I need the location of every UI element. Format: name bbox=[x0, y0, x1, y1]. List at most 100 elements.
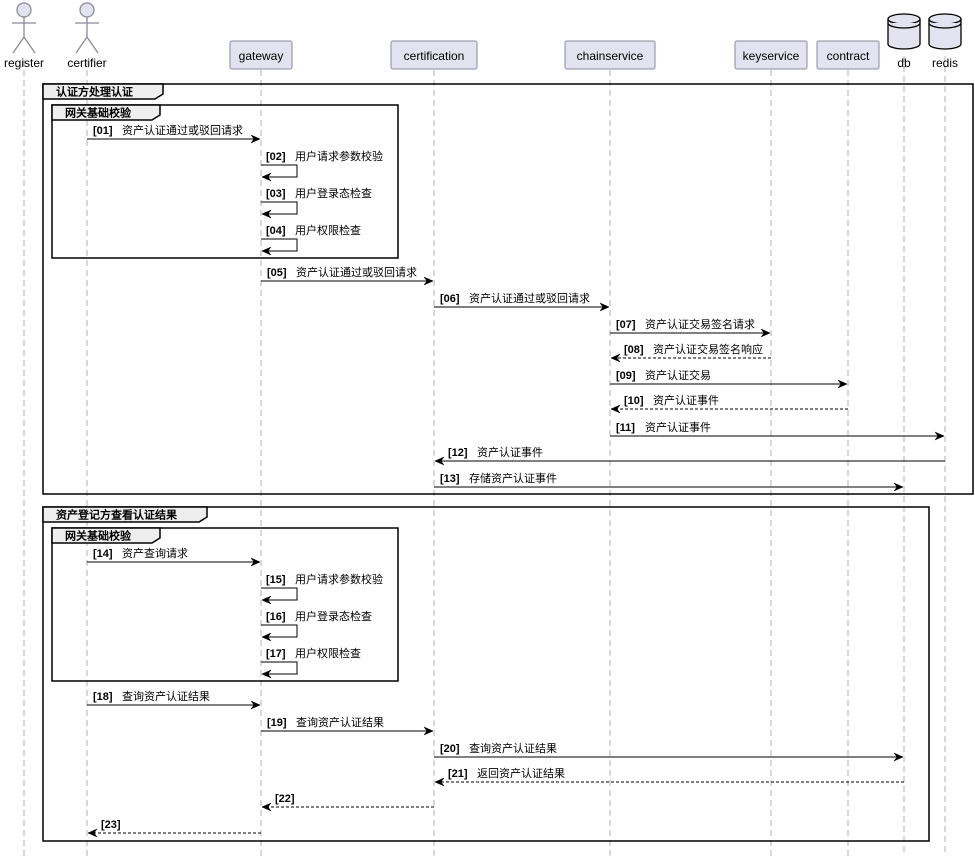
group-frame-label: 认证方处理认证 bbox=[56, 85, 133, 99]
message-label: 用户权限检查 bbox=[295, 223, 361, 237]
message-19: [19] 查询资产认证结果 bbox=[261, 715, 434, 736]
arrow-head bbox=[250, 557, 261, 567]
self-message-line bbox=[261, 661, 298, 675]
message-number: [22] bbox=[275, 793, 295, 805]
participant-label: contract bbox=[827, 49, 870, 63]
participant-certifier: certifier bbox=[67, 2, 107, 70]
participant-label: register bbox=[4, 56, 44, 70]
participant-certification: certification bbox=[390, 40, 478, 70]
arrow-head bbox=[434, 777, 445, 787]
participant-register: register bbox=[4, 2, 44, 70]
message-17: [17] 用户权限检查 bbox=[261, 646, 361, 679]
group-frame-border bbox=[51, 527, 399, 682]
arrow-head bbox=[261, 669, 272, 679]
message-number: [03] bbox=[266, 188, 286, 200]
message-08: [08]资产认证交易签名响应 bbox=[610, 342, 771, 363]
arrow-head bbox=[934, 431, 945, 441]
message-label: 资产认证事件 bbox=[477, 445, 543, 459]
message-16: [16]用户登录态检查 bbox=[261, 609, 372, 642]
message-18: [18] 查询资产认证结果 bbox=[87, 689, 261, 710]
self-message-line bbox=[261, 624, 298, 638]
participant-keyservice: keyservice bbox=[734, 40, 808, 70]
group-frame-g1: 认证方处理认证 bbox=[42, 83, 974, 495]
participant-redis: redis bbox=[928, 13, 962, 70]
message-label: 资产认证交易签名响应 bbox=[653, 342, 763, 356]
participant-label: certification bbox=[404, 49, 465, 63]
participant-box bbox=[816, 40, 880, 70]
group-frame-border bbox=[42, 83, 974, 495]
participant-gateway: gateway bbox=[229, 40, 293, 70]
message-11: [11]资产认证事件 bbox=[610, 420, 945, 441]
message-number: [17] bbox=[266, 648, 286, 660]
participant-contract: contract bbox=[816, 40, 880, 70]
message-label: 用户登录态检查 bbox=[295, 186, 372, 200]
message-number: [21] bbox=[448, 768, 468, 780]
self-message-line bbox=[261, 164, 298, 178]
arrow-head bbox=[599, 302, 610, 312]
participant-label: redis bbox=[932, 56, 958, 70]
message-label: 用户请求参数校验 bbox=[295, 572, 383, 586]
participant-chainservice: chainservice bbox=[564, 40, 656, 70]
message-07: [07]资产认证交易签名请求 bbox=[610, 317, 771, 338]
message-label: 用户登录态检查 bbox=[295, 609, 372, 623]
message-label: 用户请求参数校验 bbox=[295, 149, 383, 163]
participant-box bbox=[564, 40, 656, 70]
participant-label: chainservice bbox=[577, 49, 644, 63]
arrow-head bbox=[261, 595, 272, 605]
message-number: [20] bbox=[440, 743, 460, 755]
message-label: 查询资产认证结果 bbox=[469, 741, 557, 755]
participant-label: gateway bbox=[239, 49, 284, 63]
message-number: [18] bbox=[93, 691, 113, 703]
self-message-line bbox=[261, 587, 298, 601]
message-15: [15]用户请求参数校验 bbox=[261, 572, 383, 605]
message-number: [19] bbox=[267, 717, 287, 729]
message-20: [20] 查询资产认证结果 bbox=[434, 741, 904, 762]
message-label: 资产认证事件 bbox=[645, 420, 711, 434]
message-label: 用户权限检查 bbox=[295, 646, 361, 660]
message-label: 存储资产认证事件 bbox=[469, 471, 557, 485]
group-frame-tab bbox=[42, 83, 164, 100]
message-14: [14] 资产查询请求 bbox=[87, 546, 261, 567]
message-label: 查询资产认证结果 bbox=[296, 715, 384, 729]
database-rim bbox=[887, 22, 921, 29]
messages: [01]资产认证通过或驳回请求[02]用户请求参数校验 [03] 用户登录态检查 [0… bbox=[87, 123, 945, 838]
message-09: [09]资产认证交易 bbox=[610, 368, 848, 389]
message-label: 资产查询请求 bbox=[122, 546, 188, 560]
group-frame-g1a: 网关基础校验 bbox=[51, 104, 399, 259]
arrow-head bbox=[261, 632, 272, 642]
message-10: [10]资产认证事件 bbox=[610, 393, 848, 414]
group-frame-tab bbox=[42, 506, 208, 523]
participants: register certifier gateway certification cha… bbox=[4, 2, 962, 70]
arrow-head bbox=[760, 328, 771, 338]
database-rim bbox=[928, 22, 962, 29]
arrow-head bbox=[610, 404, 621, 414]
message-06: [06]资产认证通过或驳回请求 bbox=[434, 291, 610, 312]
message-number: [14] bbox=[93, 548, 113, 560]
message-number: [13] bbox=[440, 473, 460, 485]
message-01: [01]资产认证通过或驳回请求 bbox=[87, 123, 261, 144]
participant-label: certifier bbox=[67, 56, 106, 70]
message-number: [04] bbox=[266, 225, 286, 237]
message-02: [02]用户请求参数校验 bbox=[261, 149, 383, 182]
message-label: 资产认证交易签名请求 bbox=[645, 317, 755, 331]
arrow-head bbox=[87, 828, 98, 838]
message-label: 查询资产认证结果 bbox=[122, 689, 210, 703]
message-label: 资产认证事件 bbox=[653, 393, 719, 407]
group-frame-label: 网关基础校验 bbox=[65, 106, 132, 120]
arrow-head bbox=[261, 172, 272, 182]
message-13: [13] 存储资产认证事件 bbox=[434, 471, 904, 492]
message-label: 资产认证通过或驳回请求 bbox=[122, 123, 243, 137]
participant-label: db bbox=[897, 56, 911, 70]
message-number: [09] bbox=[616, 370, 636, 382]
group-frame-border bbox=[51, 104, 399, 259]
actor-body bbox=[12, 17, 36, 54]
arrow-head bbox=[261, 802, 272, 812]
participant-box bbox=[229, 40, 293, 70]
arrow-head bbox=[261, 209, 272, 219]
arrow-head bbox=[893, 482, 904, 492]
lifelines bbox=[23, 56, 946, 856]
participant-box bbox=[390, 40, 478, 70]
actor-head bbox=[16, 2, 32, 18]
message-05: [05]资产认证通过或驳回请求 bbox=[261, 265, 434, 286]
